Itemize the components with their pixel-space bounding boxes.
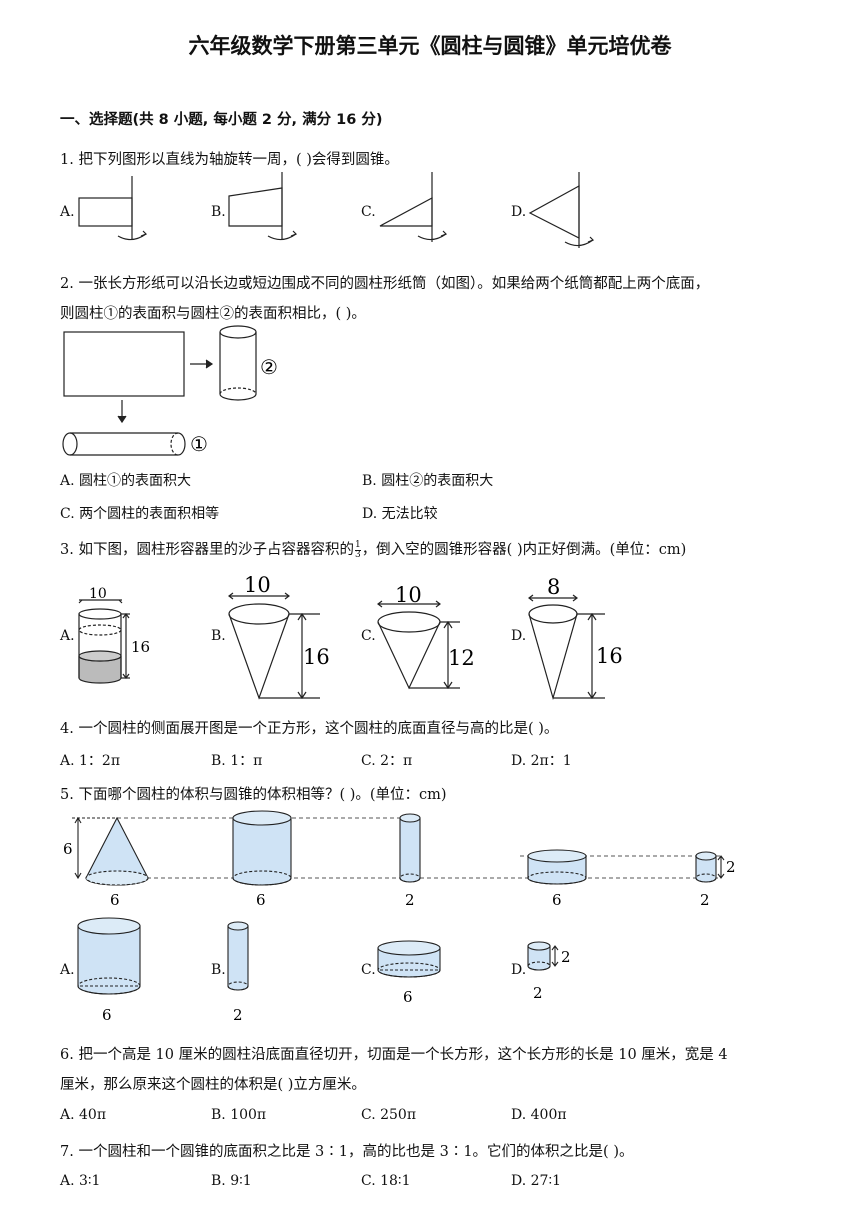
- q3-a-height: 16: [131, 638, 150, 656]
- q1-label-a: A.: [60, 204, 75, 220]
- q1-label-c: C.: [361, 204, 376, 220]
- q5-cylinder-6x2: [527, 849, 587, 885]
- q5-dim-5: 2: [700, 891, 710, 909]
- q5-dim-3: 2: [405, 891, 415, 909]
- q5-opt-a-dim: 6: [102, 1006, 112, 1024]
- q3-cone-d: [528, 594, 605, 701]
- q2-option-b[interactable]: B. 圆柱②的表面积大: [362, 473, 494, 489]
- q3-text-after: ，倒入空的圆锥形容器( )内正好倒满。(单位：cm): [361, 542, 687, 558]
- q2-cylinder-1: [62, 432, 186, 456]
- q7-option-d[interactable]: D. 27∶1: [511, 1173, 561, 1189]
- q3-b-diameter: 10: [244, 573, 271, 597]
- q5-figures: 6 6 6 2 6 2 2 6 2 6 2 2: [63, 810, 736, 1024]
- q3-c-height: 12: [448, 646, 475, 670]
- q1-label-b: B.: [211, 204, 226, 220]
- q5-dim-2: 6: [256, 891, 266, 909]
- question-2-line2: 则圆柱①的表面积与圆柱②的表面积相比，( )。: [60, 306, 366, 322]
- q7-option-c[interactable]: C. 18∶1: [361, 1173, 411, 1189]
- q5-label-b: B.: [211, 962, 226, 978]
- q6-option-b[interactable]: B. 100π: [211, 1107, 267, 1123]
- q2-mark-1: ①: [190, 432, 208, 456]
- q5-cylinder-6x6: [232, 810, 292, 886]
- q3-label-d: D.: [511, 628, 527, 644]
- q3-text-before: 3. 如下图，圆柱形容器里的沙子占容器容积的: [60, 542, 354, 558]
- q5-opt-d-height: 2: [561, 948, 571, 966]
- q5-cylinder-2x6: [399, 813, 421, 883]
- q3-label-b: B.: [211, 628, 226, 644]
- question-2-line1: 2. 一张长方形纸可以沿长边或短边围成不同的圆柱形纸筒（如图）。如果给两个纸筒都…: [60, 276, 710, 292]
- q5-label-d: D.: [511, 962, 527, 978]
- q7-option-a[interactable]: A. 3∶1: [60, 1173, 101, 1189]
- q1-figures: [78, 172, 595, 248]
- q2-option-a[interactable]: A. 圆柱①的表面积大: [60, 473, 192, 489]
- q3-figures: 10 16 10 16 10 12 8 16: [78, 573, 623, 701]
- q6-option-a[interactable]: A. 40π: [60, 1107, 107, 1123]
- q5-opt-b-dim: 2: [233, 1006, 243, 1024]
- q1-fig-c-triangle: [379, 172, 448, 242]
- question-5-text: 5. 下面哪个圆柱的体积与圆锥的体积相等？( )。(单位：cm): [60, 787, 447, 803]
- q3-c-diameter: 10: [395, 583, 422, 607]
- q2-option-c[interactable]: C. 两个圆柱的表面积相等: [60, 506, 220, 522]
- q2-paper-rectangle: [63, 331, 185, 397]
- q6-option-d[interactable]: D. 400π: [511, 1107, 567, 1123]
- q3-d-height: 16: [596, 644, 623, 668]
- q5-dim-1: 6: [110, 891, 120, 909]
- q3-cone-c: [377, 600, 460, 690]
- question-6-line2: 厘米，那么原来这个圆柱的体积是( )立方厘米。: [60, 1077, 366, 1093]
- q2-figure: ② ①: [62, 325, 278, 456]
- question-7-text: 7. 一个圆柱和一个圆锥的底面积之比是 3∶1，高的比也是 3∶1。它们的体积之…: [60, 1144, 634, 1160]
- q5-option-d-cylinder: [527, 941, 559, 971]
- question-4-text: 4. 一个圆柱的侧面展开图是一个正方形，这个圆柱的底面直径与高的比是( )。: [60, 721, 559, 737]
- q5-option-a-cylinder: [77, 917, 141, 995]
- q5-option-c-cylinder: [377, 940, 441, 978]
- q5-cone: [72, 816, 149, 886]
- q5-label-a: A.: [60, 962, 75, 978]
- q5-dim-6: 2: [726, 858, 736, 876]
- q2-cylinder-2: [219, 325, 257, 401]
- q5-opt-d-dim: 2: [533, 984, 543, 1002]
- q5-label-c: C.: [361, 962, 376, 978]
- q6-option-c[interactable]: C. 250π: [361, 1107, 417, 1123]
- q5-dim-4: 6: [552, 891, 562, 909]
- q4-option-d[interactable]: D. 2π：1: [511, 753, 572, 769]
- q3-d-diameter: 8: [547, 575, 560, 599]
- q3-label-c: C.: [361, 628, 376, 644]
- page-title: 六年级数学下册第三单元《圆柱与圆锥》单元培优卷: [188, 34, 672, 58]
- question-6-line1: 6. 把一个高是 10 厘米的圆柱沿底面直径切开，切面是一个长方形，这个长方形的…: [60, 1047, 728, 1063]
- q2-mark-2: ②: [260, 355, 278, 379]
- q4-option-c[interactable]: C. 2：π: [361, 753, 413, 769]
- q1-fig-b-trapezoid: [228, 172, 298, 241]
- q5-opt-c-dim: 6: [403, 988, 413, 1006]
- q3-label-a: A.: [60, 628, 75, 644]
- q3-cylinder-a: [78, 599, 130, 684]
- q4-option-b[interactable]: B. 1：π: [211, 753, 263, 769]
- q3-b-height: 16: [303, 645, 330, 669]
- q1-label-d: D.: [511, 204, 527, 220]
- section-heading: 一、选择题(共 8 小题, 每小题 2 分, 满分 16 分): [60, 112, 383, 128]
- q3-a-diameter: 10: [89, 586, 107, 602]
- q5-cylinder-2x2: [695, 851, 725, 883]
- q1-fig-a-rectangle: [78, 176, 148, 241]
- q5-cone-height: 6: [63, 840, 73, 858]
- q3-cone-b: [228, 592, 320, 700]
- q7-option-b[interactable]: B. 9∶1: [211, 1173, 252, 1189]
- q5-option-b-cylinder: [227, 921, 249, 991]
- q1-fig-d-triangle: [528, 172, 595, 248]
- q2-option-d[interactable]: D. 无法比较: [362, 506, 438, 522]
- question-1-text: 1. 把下列图形以直线为轴旋转一周，( )会得到圆锥。: [60, 152, 399, 168]
- q4-option-a[interactable]: A. 1：2π: [60, 753, 121, 769]
